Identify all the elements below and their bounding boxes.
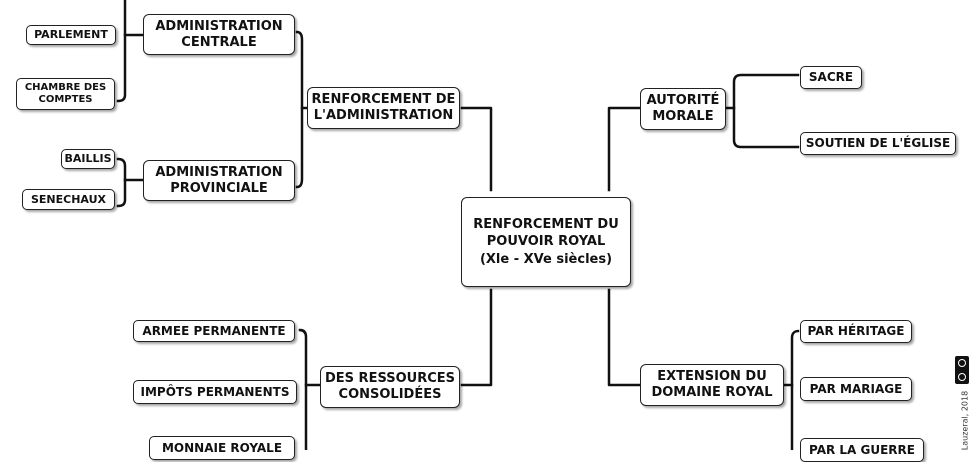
- leaf-impots-permanents: IMPÔTS PERMANENTS: [133, 380, 297, 404]
- connector-centrale-bracket: [116, 0, 127, 103]
- creative-commons-icon: [955, 356, 969, 384]
- leaf-par-mariage: PAR MARIAGE: [800, 377, 912, 401]
- connector-autorite-bracket: [732, 73, 800, 149]
- leaf-soutien-eglise: SOUTIEN DE L'ÉGLISE: [800, 132, 956, 155]
- connector-administration-bracket: [295, 30, 304, 189]
- leaf-armee-permanente: ARMEE PERMANENTE: [133, 320, 295, 342]
- connector-center-extension: [607, 288, 642, 387]
- node-administration-provinciale: ADMINISTRATION PROVINCIALE: [143, 160, 295, 201]
- leaf-par-heritage: PAR HÉRITAGE: [800, 320, 912, 343]
- branch-extension-domaine: EXTENSION DU DOMAINE ROYAL: [640, 364, 784, 406]
- branch-administration: RENFORCEMENT DE L'ADMINISTRATION: [307, 87, 460, 129]
- connector-provinciale-bracket: [116, 157, 127, 208]
- center-node: RENFORCEMENT DU POUVOIR ROYAL (Xle - XVe…: [461, 197, 631, 287]
- branch-ressources: DES RESSOURCES CONSOLIDÉES: [320, 366, 460, 408]
- connector-center-autorite: [607, 106, 642, 192]
- center-line-3: (Xle - XVe siècles): [479, 251, 613, 267]
- branch-autorite-morale: AUTORITÉ MORALE: [640, 88, 726, 130]
- leaf-chambre-des-comptes: CHAMBRE DES COMPTES: [16, 78, 115, 110]
- license-credit: Lauzeral, 2018: [955, 356, 977, 450]
- node-administration-centrale: ADMINISTRATION CENTRALE: [143, 14, 295, 55]
- leaf-senechaux: SENECHAUX: [22, 189, 115, 210]
- leaf-monnaie-royale: MONNAIE ROYALE: [149, 436, 295, 460]
- connector-center-administration: [460, 106, 493, 192]
- connector-ressources-bracket: [298, 328, 308, 450]
- leaf-baillis: BAILLIS: [61, 149, 115, 169]
- mind-map: RENFORCEMENT DU POUVOIR ROYAL (Xle - XVe…: [16, 0, 977, 462]
- credit-text: Lauzeral, 2018: [960, 390, 970, 451]
- leaf-par-la-guerre: PAR LA GUERRE: [800, 438, 924, 462]
- connector-center-ressources: [460, 288, 493, 387]
- connector-extension-bracket: [790, 329, 800, 450]
- leaf-parlement: PARLEMENT: [26, 25, 116, 45]
- connector-lines: [116, 0, 800, 450]
- center-line-2: POUVOIR ROYAL: [486, 234, 606, 250]
- leaf-sacre: SACRE: [800, 66, 862, 89]
- center-line-1: RENFORCEMENT DU: [473, 216, 619, 232]
